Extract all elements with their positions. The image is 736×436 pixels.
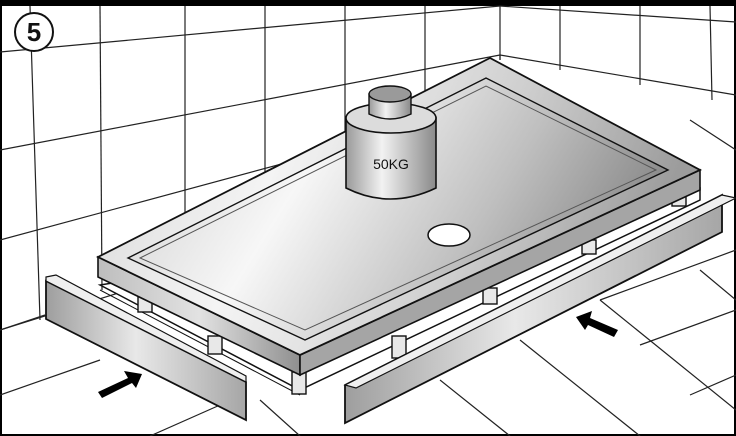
top-bar — [0, 0, 736, 6]
test-weight: 50KG — [345, 85, 437, 200]
arrow-left-panel-icon — [98, 371, 142, 398]
left-side-panel — [45, 274, 247, 422]
leg — [482, 287, 498, 305]
arrow-right-panel-icon — [576, 311, 618, 337]
left-wall-tiles — [0, 5, 501, 331]
leg — [207, 335, 223, 355]
right-wall-tiles — [499, 5, 736, 151]
right-front-panel — [343, 193, 736, 425]
shower-tray — [95, 56, 703, 377]
step-number-badge: 5 — [14, 12, 54, 52]
circled-number-icon — [14, 12, 54, 52]
step-number: 5 — [27, 17, 41, 47]
floor-tiles — [0, 249, 736, 436]
drain-hole — [427, 223, 471, 247]
weight-label: 50KG — [373, 156, 409, 172]
